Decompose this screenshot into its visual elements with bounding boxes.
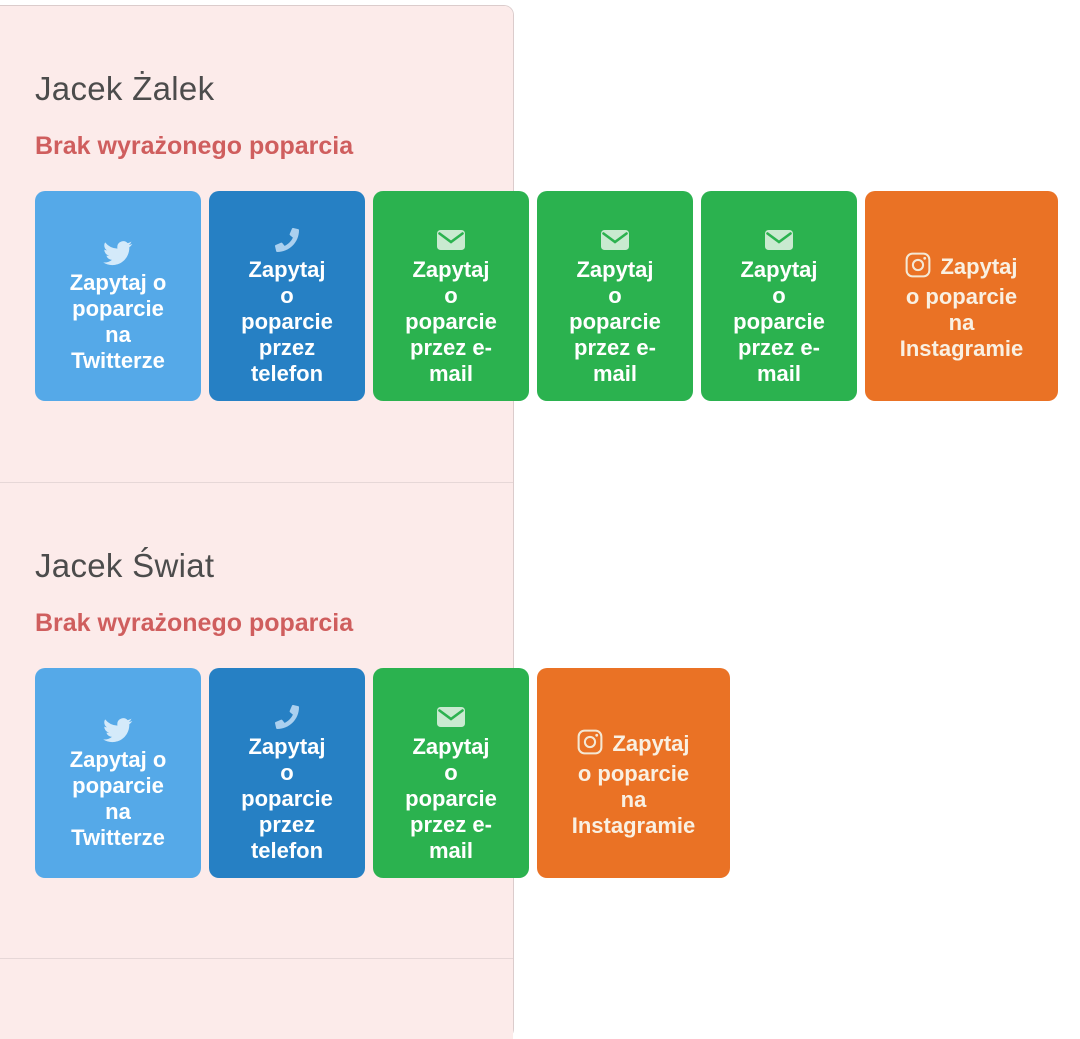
button-label: Zapytaj o poparcie na Twitterze — [69, 746, 167, 850]
instagram-icon — [905, 252, 931, 284]
ask-support-instagram-button[interactable]: Zapytaj o poparcie na Instagramie — [537, 668, 730, 878]
ask-support-phone-button[interactable]: Zapytaj o poparcie przez telefon — [209, 668, 365, 878]
politician-card: Jacek Żalek Brak wyrażonego poparcia Zap… — [0, 6, 1058, 483]
politician-name: Jacek Żalek — [35, 70, 215, 107]
button-label: Zapytaj o poparcie przez telefon — [241, 256, 333, 386]
button-label: Zapytaj o poparcie na Instagramie — [571, 731, 696, 838]
politician-card: Jacek Świat Brak wyrażonego poparcia Zap… — [0, 483, 730, 959]
ask-support-email-button[interactable]: Zapytaj o poparcie przez e- mail — [701, 191, 857, 401]
twitter-icon — [41, 717, 195, 746]
button-label: Zapytaj o poparcie na Instagramie — [899, 254, 1024, 361]
ask-support-twitter-button[interactable]: Zapytaj o poparcie na Twitterze — [35, 191, 201, 401]
phone-icon — [215, 227, 359, 256]
action-buttons-row: Zapytaj o poparcie na Twitterze Zapytaj … — [35, 191, 1058, 401]
politician-card-list: Jacek Żalek Brak wyrażonego poparcia Zap… — [0, 5, 1058, 1039]
envelope-icon — [707, 228, 851, 256]
envelope-icon — [379, 705, 523, 733]
ask-support-twitter-button[interactable]: Zapytaj o poparcie na Twitterze — [35, 668, 201, 878]
envelope-icon — [543, 228, 687, 256]
support-status: Brak wyrażonego poparcia — [35, 609, 354, 637]
button-label: Zapytaj o poparcie przez e- mail — [405, 256, 497, 386]
ask-support-email-button[interactable]: Zapytaj o poparcie przez e- mail — [373, 668, 529, 878]
envelope-icon — [379, 228, 523, 256]
ask-support-email-button[interactable]: Zapytaj o poparcie przez e- mail — [373, 191, 529, 401]
politician-name: Jacek Świat — [35, 547, 215, 584]
ask-support-instagram-button[interactable]: Zapytaj o poparcie na Instagramie — [865, 191, 1058, 401]
ask-support-phone-button[interactable]: Zapytaj o poparcie przez telefon — [209, 191, 365, 401]
phone-icon — [215, 704, 359, 733]
politician-card-partial — [0, 959, 513, 1039]
button-label: Zapytaj o poparcie przez telefon — [241, 733, 333, 863]
button-label: Zapytaj o poparcie przez e- mail — [569, 256, 661, 386]
button-label: Zapytaj o poparcie przez e- mail — [733, 256, 825, 386]
action-buttons-row: Zapytaj o poparcie na Twitterze Zapytaj … — [35, 668, 730, 878]
instagram-icon — [577, 729, 603, 761]
button-label: Zapytaj o poparcie przez e- mail — [405, 733, 497, 863]
button-label: Zapytaj o poparcie na Twitterze — [69, 269, 167, 373]
twitter-icon — [41, 240, 195, 269]
ask-support-email-button[interactable]: Zapytaj o poparcie przez e- mail — [537, 191, 693, 401]
support-status: Brak wyrażonego poparcia — [35, 132, 354, 160]
